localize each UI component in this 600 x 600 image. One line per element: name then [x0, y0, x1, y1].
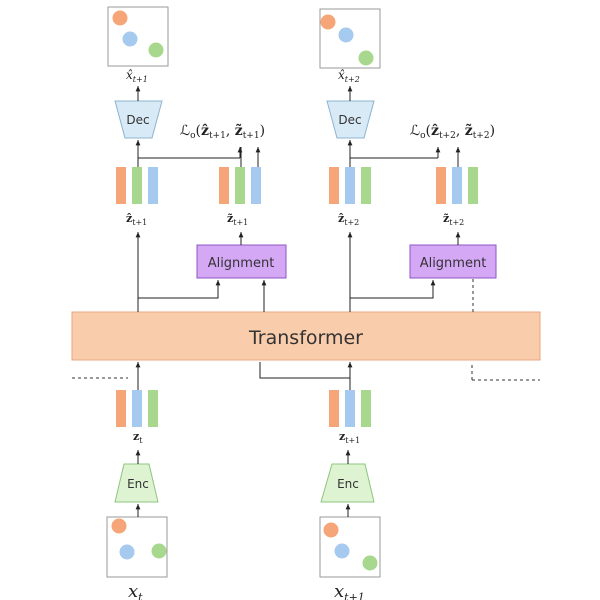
- loss-label-right: ℒo(ẑt+2, z̃t+2): [410, 122, 495, 141]
- ball-blue: [334, 543, 350, 559]
- connector: [137, 157, 240, 167]
- alignment-left: [196, 244, 287, 279]
- arrow: [350, 280, 436, 299]
- ztilde-label-right: z̃t+2: [443, 212, 464, 227]
- connector: [259, 362, 350, 379]
- ball-orange: [112, 10, 128, 26]
- connector: [349, 157, 438, 167]
- pred-token-bars-right: [329, 167, 371, 204]
- ball-green: [358, 50, 374, 66]
- ball-green: [151, 543, 167, 559]
- ball-orange: [323, 522, 339, 538]
- encoder-right: [320, 463, 375, 503]
- decoder-left: [114, 100, 163, 139]
- arrow: [138, 280, 221, 299]
- xhat-label-right: x̂t+2: [338, 68, 360, 84]
- encoder-left: [114, 463, 159, 503]
- decoder-left-label: Dec: [126, 113, 149, 127]
- input-label-right: xt+1: [334, 581, 365, 600]
- zhat-label-right: ẑt+2: [338, 212, 359, 227]
- ball-green: [362, 555, 378, 571]
- transformer-block: [71, 311, 541, 361]
- encoder-left-label: Enc: [127, 477, 149, 491]
- token-bars-left: [116, 390, 158, 427]
- encoder-right-label: Enc: [337, 477, 359, 491]
- decoder-right: [326, 100, 375, 139]
- z-label-right: zt+1: [339, 430, 360, 445]
- ztilde-label-left: z̃t+1: [227, 212, 248, 227]
- ball-green: [148, 42, 164, 58]
- aligned-token-bars-left: [219, 167, 261, 204]
- input-label-left: xt: [128, 581, 143, 600]
- transformer-label: Transformer: [248, 327, 363, 349]
- ball-blue: [122, 31, 138, 47]
- decoder-right-label: Dec: [338, 113, 361, 127]
- alignment-right: [409, 244, 497, 279]
- zhat-label-left: ẑt+1: [126, 212, 147, 227]
- loss-label-left: ℒo(ẑt+1, z̃t+1): [180, 122, 265, 141]
- z-label-left: zt: [133, 430, 143, 445]
- alignment-left-label: Alignment: [208, 256, 275, 271]
- ball-blue: [338, 27, 354, 43]
- ball-orange: [320, 14, 336, 30]
- alignment-right-label: Alignment: [420, 256, 487, 271]
- aligned-token-bars-right: [436, 167, 478, 204]
- pred-token-bars-left: [116, 167, 158, 204]
- dashed-right-context: [471, 362, 540, 381]
- ball-orange: [111, 518, 127, 534]
- xhat-label-left: x̂t+1: [126, 68, 148, 84]
- token-bars-right: [329, 390, 371, 427]
- ball-blue: [119, 544, 135, 560]
